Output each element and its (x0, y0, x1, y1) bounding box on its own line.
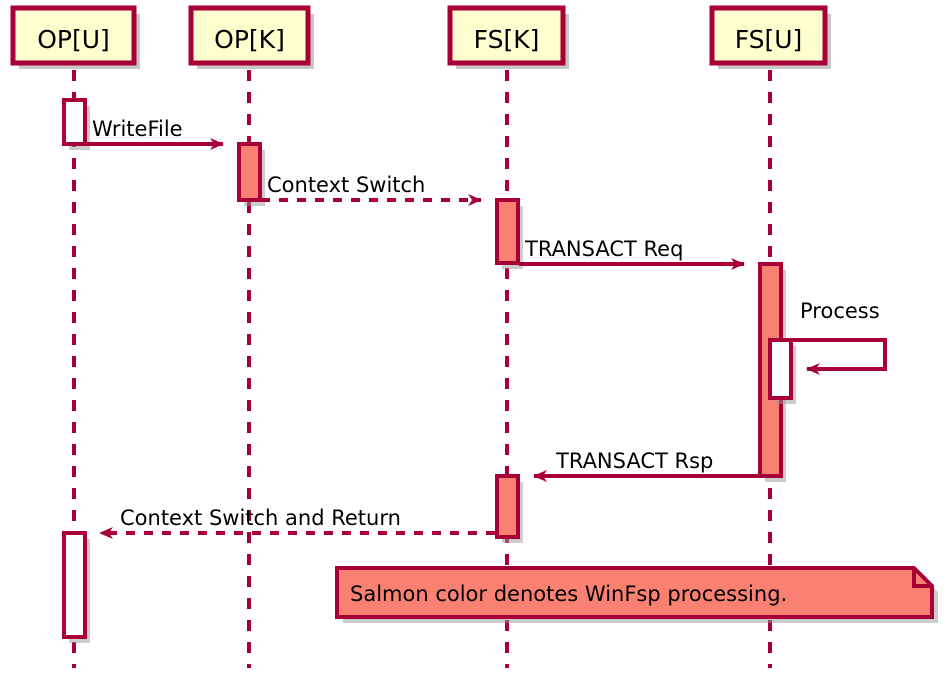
message-transact-req[interactable]: TRANSACT Req (519, 237, 745, 270)
participant-opk-label: OP[K] (214, 25, 285, 54)
activation-opk-1 (237, 142, 265, 206)
participant-fsu[interactable]: FS[U] (709, 5, 831, 69)
message-context-switch[interactable]: Context Switch (261, 173, 482, 206)
note-body[interactable] (335, 566, 934, 619)
note-winfsp-processing[interactable]: Salmon color denotes WinFsp processing. (335, 566, 938, 623)
message-process-self[interactable]: Process (782, 299, 887, 375)
note-text: Salmon color denotes WinFsp processing. (350, 582, 787, 606)
message-transact-rsp-label: TRANSACT Rsp (555, 449, 713, 473)
participant-fsu-label: FS[U] (735, 25, 803, 54)
message-context-switch-return[interactable]: Context Switch and Return (99, 506, 495, 539)
message-context-switch-label: Context Switch (267, 173, 425, 197)
participant-opu-label: OP[U] (37, 25, 110, 54)
message-transact-rsp[interactable]: TRANSACT Rsp (533, 449, 758, 482)
message-transact-req-label: TRANSACT Req (524, 237, 683, 261)
activation-fsk-2-box (495, 474, 520, 539)
participant-fsk[interactable]: FS[K] (447, 5, 569, 69)
participant-opk[interactable]: OP[K] (188, 5, 314, 69)
activation-opu-2 (62, 531, 90, 643)
note-fold-corner-icon (912, 568, 932, 588)
message-process-label: Process (800, 299, 880, 323)
activation-fsk-1 (495, 198, 523, 269)
activation-opu-1-box (62, 98, 87, 146)
message-writefile[interactable]: WriteFile (85, 117, 224, 150)
message-context-switch-return-label: Context Switch and Return (120, 506, 401, 530)
message-writefile-label: WriteFile (92, 117, 183, 141)
participant-opk-box[interactable] (188, 5, 311, 66)
participant-fsk-box[interactable] (447, 5, 566, 66)
participant-fsu-box[interactable] (709, 5, 828, 66)
activation-opu-2-box (62, 531, 87, 639)
participant-fsk-label: FS[K] (474, 25, 540, 54)
participant-opu-box[interactable] (10, 5, 137, 66)
activation-fsu-2-box (768, 338, 793, 400)
activation-opk-1-box (237, 142, 262, 202)
activation-fsk-1-box (495, 198, 520, 265)
activation-opu-1 (62, 98, 90, 150)
activation-fsu-2-nested (768, 338, 796, 404)
activation-fsk-2 (495, 474, 523, 543)
message-process-line (782, 338, 887, 375)
participant-opu[interactable]: OP[U] (10, 5, 140, 69)
